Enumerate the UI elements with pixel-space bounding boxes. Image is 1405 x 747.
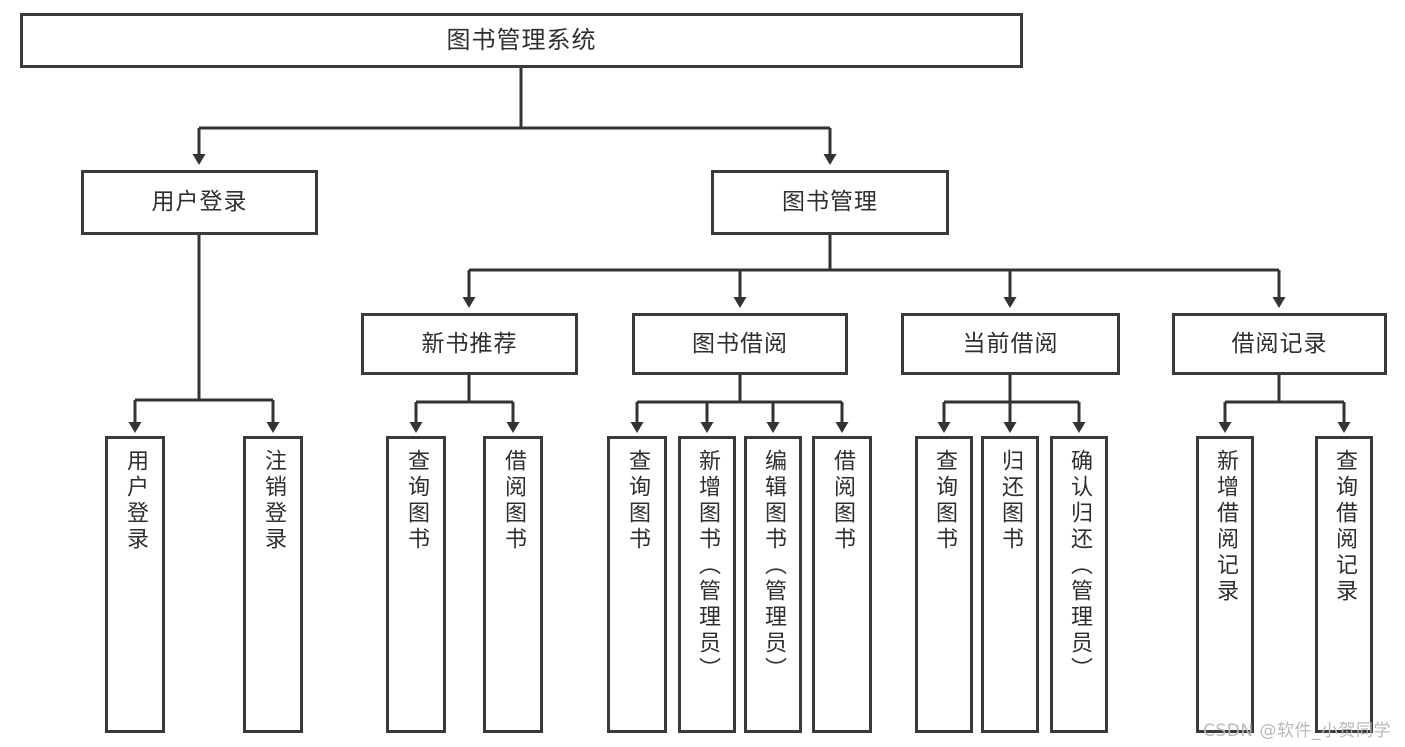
- node-label: 借阅图书: [501, 449, 526, 553]
- leaf-borrow-query-book[interactable]: 查询图书: [607, 436, 667, 733]
- leaf-record-query-borrow-record[interactable]: 查询借阅记录: [1315, 436, 1373, 733]
- leaf-recommend-borrow-book[interactable]: 借阅图书: [483, 436, 543, 733]
- node-label: 用户登录: [151, 189, 248, 216]
- leaf-borrow-edit-book-admin[interactable]: 编辑图书（管理员）: [744, 436, 802, 733]
- leaf-current-confirm-return-admin[interactable]: 确认归还（管理员）: [1050, 436, 1108, 733]
- node-label: 图书管理系统: [446, 25, 597, 54]
- node-label: 注销登录: [261, 449, 286, 553]
- node-root-system[interactable]: 图书管理系统: [20, 13, 1023, 68]
- node-label: 查询图书: [932, 449, 957, 553]
- node-label: 用户登录: [123, 449, 148, 553]
- node-user-login[interactable]: 用户登录: [81, 170, 318, 235]
- node-label: 借阅记录: [1231, 330, 1328, 357]
- node-book-management[interactable]: 图书管理: [711, 170, 949, 235]
- node-label: 图书借阅: [692, 330, 788, 357]
- watermark-text: CSDN @软件_小贺同学: [1203, 721, 1391, 741]
- leaf-current-return-book[interactable]: 归还图书: [981, 436, 1039, 733]
- node-label: 编辑图书（管理员）: [761, 449, 786, 683]
- node-label: 查询图书: [404, 449, 429, 553]
- node-label: 确认归还（管理员）: [1067, 449, 1092, 683]
- node-label: 新书推荐: [421, 330, 518, 357]
- leaf-current-query-book[interactable]: 查询图书: [915, 436, 973, 733]
- leaf-user-login[interactable]: 用户登录: [105, 436, 165, 733]
- leaf-recommend-query-book[interactable]: 查询图书: [386, 436, 446, 733]
- node-label: 借阅图书: [830, 449, 855, 553]
- node-label: 当前借阅: [962, 330, 1059, 357]
- leaf-user-logout[interactable]: 注销登录: [243, 436, 303, 733]
- node-new-book-recommend[interactable]: 新书推荐: [361, 313, 578, 375]
- node-label: 新增借阅记录: [1213, 449, 1238, 605]
- node-label: 归还图书: [998, 449, 1023, 553]
- node-label: 图书管理: [782, 189, 878, 216]
- node-book-borrow[interactable]: 图书借阅: [632, 313, 848, 375]
- leaf-record-add-borrow-record[interactable]: 新增借阅记录: [1196, 436, 1254, 733]
- leaf-borrow-add-book-admin[interactable]: 新增图书（管理员）: [678, 436, 736, 733]
- node-label: 查询图书: [625, 449, 650, 553]
- node-current-borrow[interactable]: 当前借阅: [901, 313, 1120, 375]
- node-label: 查询借阅记录: [1332, 449, 1357, 605]
- node-borrow-record[interactable]: 借阅记录: [1172, 313, 1387, 375]
- leaf-borrow-borrow-book[interactable]: 借阅图书: [812, 436, 872, 733]
- node-label: 新增图书（管理员）: [695, 449, 720, 683]
